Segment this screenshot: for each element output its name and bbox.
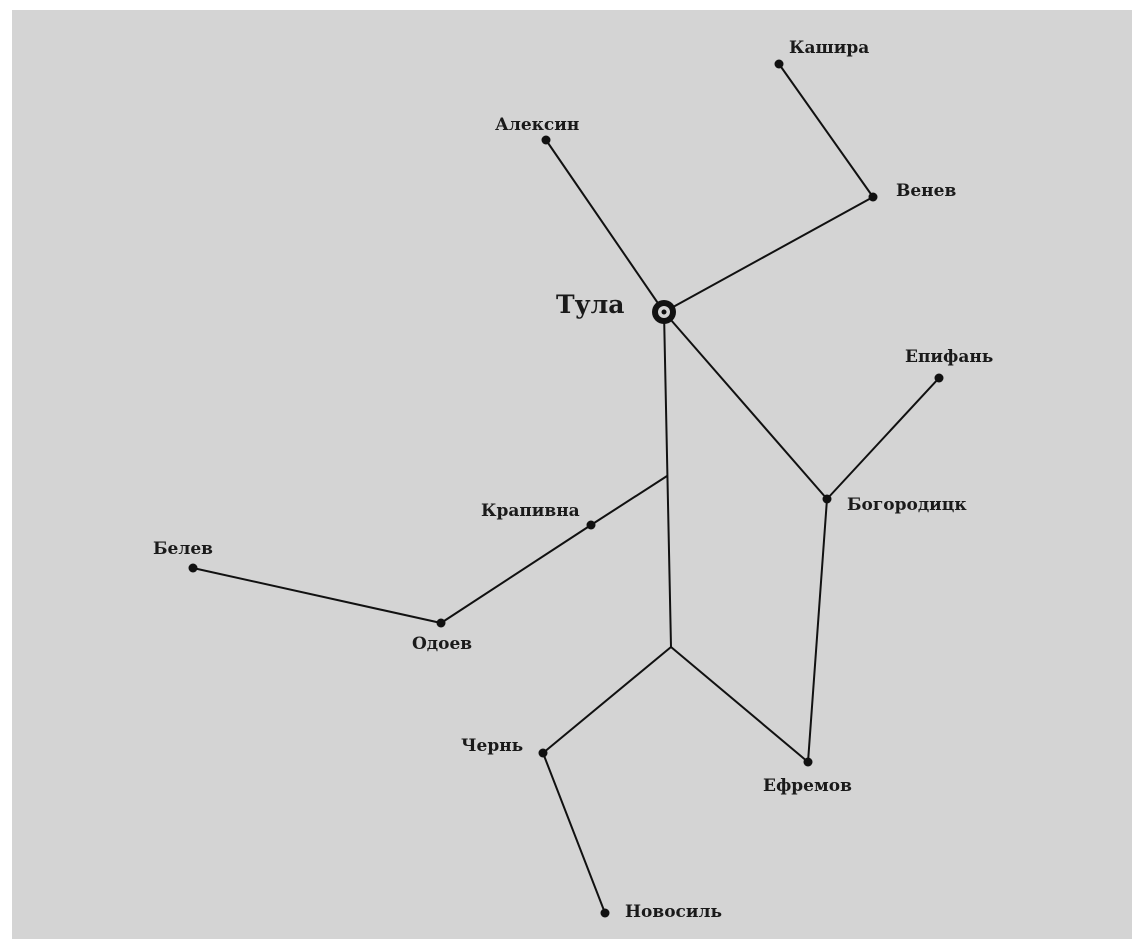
road-chern-novosil: [542, 752, 606, 914]
road-trunk-krapivna: [590, 475, 668, 526]
city-dot-odoev: [436, 618, 446, 628]
city-dot-chern: [538, 748, 548, 758]
city-dot-venev: [868, 192, 878, 202]
city-label-krapivna: Крапивна: [481, 501, 580, 521]
city-label-odoev: Одоев: [412, 634, 472, 654]
road-venev-tula: [663, 196, 874, 313]
road-epifan-bogoroditsk: [826, 377, 940, 500]
tula-marker: [652, 300, 676, 324]
city-label-belev: Белев: [153, 539, 213, 559]
city-dot-epifan: [934, 373, 944, 383]
city-dot-efremov: [803, 757, 813, 767]
city-label-chern: Чернь: [461, 736, 523, 756]
city-dot-kashira: [774, 59, 784, 69]
road-tula-bogoroditsk: [663, 311, 828, 500]
roads: [192, 63, 940, 914]
city-dots: [188, 59, 944, 918]
city-dot-bogoroditsk: [822, 494, 832, 504]
city-label-bogoroditsk: Богородицк: [847, 495, 967, 515]
road-junction-efremov: [670, 646, 809, 763]
road-tula-south-trunk: [663, 311, 672, 648]
city-label-epifan: Епифань: [905, 347, 993, 367]
road-bogoroditsk-efremov: [807, 498, 828, 763]
road-aleksin-tula: [545, 139, 665, 313]
city-label-venev: Венев: [896, 181, 956, 201]
city-dot-novosil: [600, 908, 610, 918]
road-belev-odoev: [192, 567, 442, 624]
city-label-tula: Тула: [556, 290, 624, 319]
city-dot-belev: [188, 563, 198, 573]
city-label-efremov: Ефремов: [763, 776, 852, 796]
city-labels: Тула Кашира Алексин Венев Епифань Богоро…: [153, 38, 993, 922]
city-dot-krapivna: [586, 520, 596, 530]
city-label-aleksin: Алексин: [495, 115, 579, 135]
city-dot-aleksin: [541, 135, 551, 145]
road-krapivna-odoev: [440, 524, 592, 624]
road-kashira-venev: [778, 63, 874, 198]
city-label-kashira: Кашира: [789, 38, 869, 58]
tula-marker-center: [661, 309, 667, 315]
map-background: [12, 10, 1132, 939]
road-junction-chern: [542, 646, 672, 754]
city-label-novosil: Новосиль: [625, 902, 722, 922]
